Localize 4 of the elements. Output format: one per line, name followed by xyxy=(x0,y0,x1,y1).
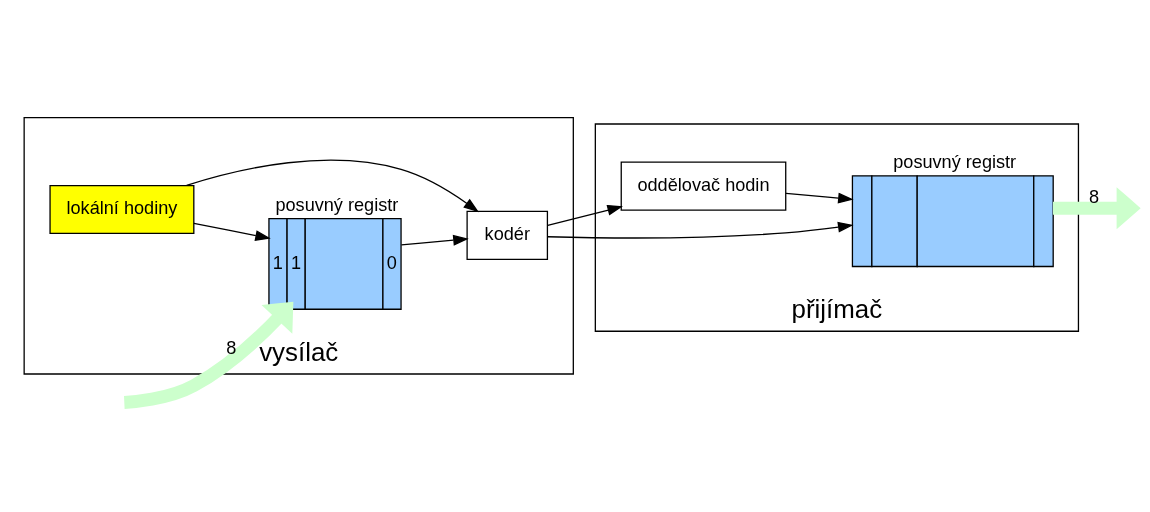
edge-label: 8 xyxy=(1088,187,1100,208)
edge-label: 8 xyxy=(226,337,237,358)
node-label: posuvný registr xyxy=(275,195,399,216)
node-label: posuvný registr xyxy=(893,152,1017,173)
